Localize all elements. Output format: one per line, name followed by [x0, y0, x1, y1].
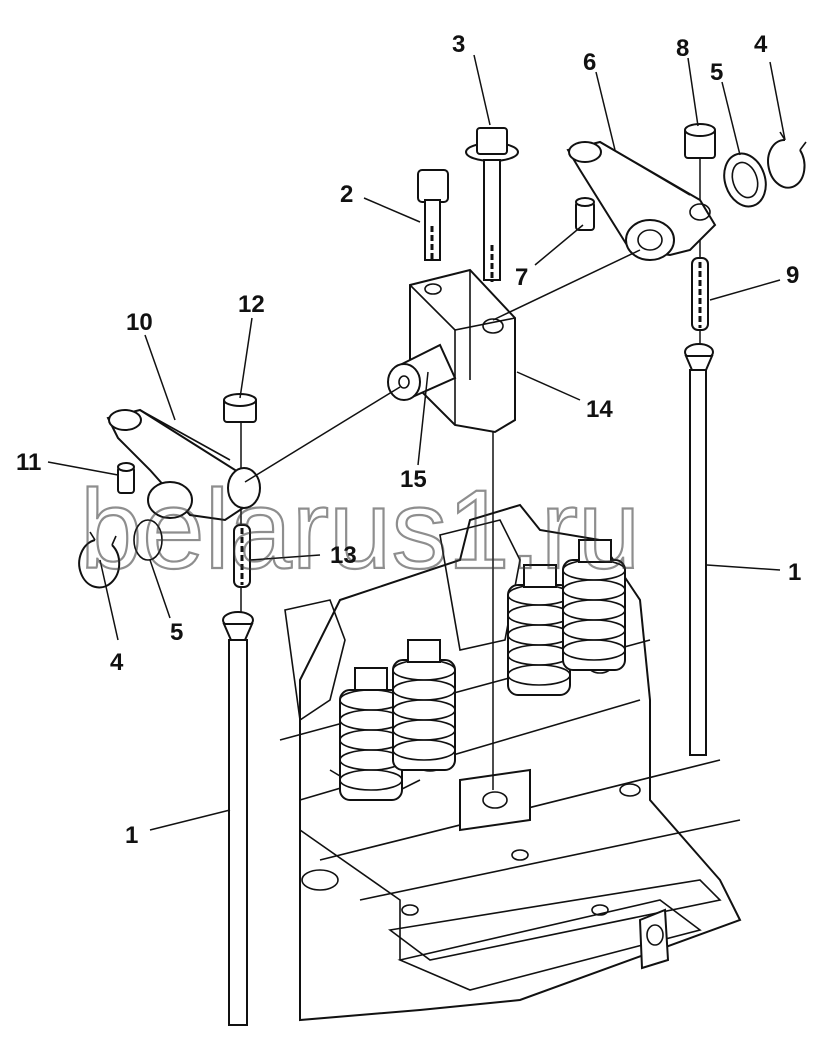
- callout-labels: 3 2 6 8 5 4 7 9 10 12 14 15 11 13 1 5 4 …: [16, 31, 801, 849]
- part-6-rocker-arm: [566, 140, 717, 261]
- valve-spring-4: [562, 539, 626, 671]
- part-5-washer-left: [133, 519, 163, 561]
- part-4-circlip-left: [78, 531, 121, 589]
- callout-4-left: 4: [110, 649, 124, 676]
- callout-14: 14: [586, 396, 613, 423]
- part-2-bolt: [417, 169, 449, 262]
- part-3-long-bolt: [465, 127, 519, 282]
- callout-12: 12: [238, 291, 265, 318]
- part-4-circlip-right: [767, 131, 807, 189]
- valve-spring-1: [339, 667, 403, 801]
- watermark-text: belarus1.ru: [80, 467, 640, 592]
- callout-15: 15: [400, 466, 427, 493]
- part-1-push-rod-right: [684, 343, 714, 756]
- valve-springs: [339, 539, 626, 801]
- callout-5-left: 5: [170, 619, 183, 646]
- part-14-rocker-support: [409, 268, 516, 434]
- part-8-nut: [684, 123, 716, 159]
- callout-13: 13: [330, 542, 357, 569]
- callout-1-right: 1: [788, 559, 801, 586]
- part-7-pin: [575, 197, 595, 231]
- part-10-rocker-arm: [106, 408, 256, 522]
- part-1-push-rod-left: [222, 611, 254, 1026]
- connection-lines: [244, 249, 641, 483]
- callout-9: 9: [786, 262, 799, 289]
- callout-11: 11: [16, 449, 41, 476]
- callout-5-top: 5: [710, 59, 723, 86]
- callout-6: 6: [583, 49, 596, 76]
- part-12-nut: [223, 393, 257, 423]
- callout-1-left: 1: [125, 822, 138, 849]
- callout-7: 7: [515, 264, 528, 291]
- part-9-adjust-screw: [691, 257, 709, 331]
- valve-spring-2: [392, 639, 456, 771]
- callout-2: 2: [340, 181, 353, 208]
- cylinder-head: [279, 503, 742, 1022]
- callout-4-top: 4: [754, 31, 768, 58]
- callout-3: 3: [452, 31, 465, 58]
- leader-lines: [47, 54, 786, 831]
- callout-8: 8: [676, 35, 689, 62]
- part-11-pin: [117, 462, 135, 494]
- callout-10: 10: [126, 309, 153, 336]
- part-5-washer-right: [723, 152, 767, 208]
- part-15-pin: [387, 343, 457, 401]
